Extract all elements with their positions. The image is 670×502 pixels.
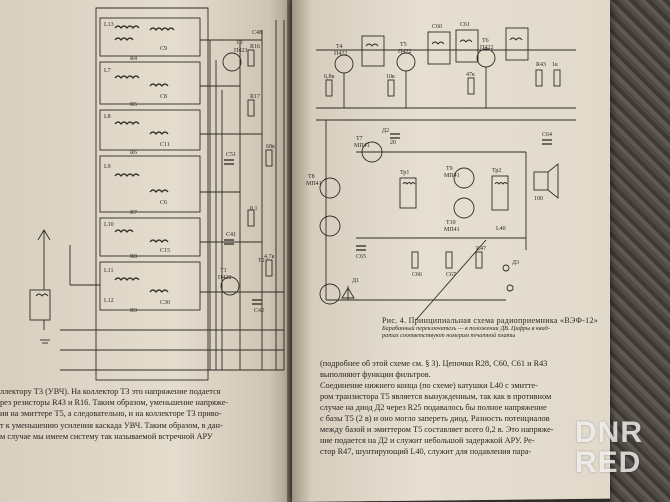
label: R4	[130, 56, 137, 62]
label: C6	[160, 200, 167, 206]
label: 68к	[266, 144, 275, 150]
text-line: ллектору Т3 (УВЧ). На коллектор Т3 это н…	[0, 387, 221, 396]
right-schematic: Т4 П422 Т5 П422 Т6 П422 Т7 МП41 Т8 МП41 …	[306, 22, 576, 321]
label: 0,1	[250, 206, 258, 212]
label: C11	[160, 142, 170, 148]
label: 1к	[552, 62, 558, 68]
label: 20	[390, 140, 396, 146]
label: МП41	[354, 143, 370, 149]
label: R6	[130, 150, 137, 156]
label: C64	[542, 132, 552, 138]
label: МП41	[444, 227, 460, 233]
label: Т9	[446, 166, 453, 172]
label: П422	[218, 275, 231, 281]
label: МП41	[306, 181, 322, 187]
label: L11	[104, 268, 113, 274]
watermark-line: DNR	[575, 416, 643, 449]
label: C65	[356, 254, 366, 260]
label: П422	[334, 51, 347, 57]
label: C60	[432, 24, 442, 30]
label: C66	[412, 272, 422, 278]
text-line: случае на диод Д2 через R25 подавалось б…	[320, 403, 547, 412]
label: L10	[104, 222, 114, 228]
caption-subtitle: ратах соответствуют номерам печатной пла…	[382, 332, 516, 339]
label: L9	[104, 164, 111, 170]
figure-caption: Рис. 4. Принципиальная схема радиоприемн…	[382, 316, 599, 339]
watermark-line: RED	[575, 446, 642, 479]
label: R47	[476, 246, 486, 252]
label: L13	[104, 22, 114, 28]
label: П422	[398, 49, 411, 55]
label: Т5	[400, 42, 407, 48]
left-page: Т3 П423 Т1 П422 Т2 R16 R17 C48 C51 L13 L…	[0, 0, 293, 502]
label: Т7	[356, 136, 363, 142]
label: Т2	[258, 258, 265, 264]
label: 6,8к	[324, 74, 335, 80]
label: Д1	[352, 278, 359, 284]
text-line: с базы Т5 (2 в) и оно могло запереть дио…	[320, 414, 550, 423]
label: Т4	[336, 44, 343, 50]
text-line: ия на эмиттере Т5, а следовательно, и на…	[0, 409, 222, 419]
label: Т1	[220, 268, 227, 274]
text-line: (подробнее об этой схеме см. § 3). Цепоч…	[320, 359, 548, 368]
label: C15	[160, 248, 170, 254]
label: П422	[480, 45, 493, 51]
label: L40	[496, 226, 506, 232]
label: C48	[252, 30, 262, 36]
label: L8	[104, 114, 111, 120]
label: C67	[446, 272, 456, 278]
label: C8	[160, 94, 167, 100]
text-line: Соединение нижнего конца (по схеме) кату…	[320, 381, 538, 390]
text-line: стор R47, шунтирующий L40, служит для по…	[320, 447, 532, 456]
label: C61	[460, 22, 470, 28]
label: Т8	[308, 174, 315, 180]
text-line: ром транзистора Т5 является вынужденным,…	[320, 392, 552, 401]
label: C9	[160, 46, 167, 52]
text-line: между базой и эмиттером Т5 составляет вс…	[320, 425, 554, 434]
label: Т6	[482, 38, 489, 44]
label: R17	[250, 94, 260, 100]
right-body-text: (подробнее об этой схеме см. § 3). Цепоч…	[320, 358, 610, 457]
label: R7	[130, 210, 137, 216]
label: R5	[130, 102, 137, 108]
left-body-text: ллектору Т3 (УВЧ). На коллектор Т3 это н…	[0, 386, 286, 442]
text-line: м случае мы имеем систему так называемой…	[0, 431, 213, 441]
label: Д3	[512, 260, 519, 266]
label: Тр1	[400, 170, 409, 176]
label: Т3	[236, 40, 243, 46]
watermark-logo: DNR RED	[575, 418, 670, 478]
label: R43	[536, 62, 546, 68]
label: Д2	[382, 128, 389, 134]
background-carpet	[610, 0, 670, 502]
caption-title: Рис. 4. Принципиальная схема радиоприемн…	[382, 316, 599, 325]
label: П423	[234, 48, 247, 54]
label: C42	[254, 308, 264, 314]
label: 100	[534, 196, 543, 202]
label: C41	[226, 232, 236, 238]
label: МП41	[444, 173, 460, 179]
label: 10к	[386, 74, 395, 80]
label: 47к	[466, 72, 475, 78]
text-line: ние подается на Д2 и служит небольшой за…	[320, 436, 535, 445]
label: 4,7к	[264, 254, 275, 260]
label: L12	[104, 298, 114, 304]
label: C51	[226, 152, 236, 158]
text-line: т к уменьшению усиления каскада УВЧ. Так…	[0, 420, 223, 430]
label: L7	[104, 68, 111, 74]
label: Тр2	[492, 168, 501, 174]
label: C30	[160, 300, 170, 306]
left-schematic: Т3 П423 Т1 П422 Т2 R16 R17 C48 C51 L13 L…	[29, 7, 285, 381]
label: R16	[250, 44, 260, 50]
caption-subtitle: Барабанный переключатель — в положении Д…	[382, 325, 550, 332]
label: R8	[130, 254, 137, 260]
label: Т10	[446, 220, 456, 226]
label: R9	[130, 308, 137, 314]
text-line: выполняют функции фильтров.	[320, 370, 431, 379]
text-line: рез резисторы R43 и R16. Таким образом, …	[0, 398, 229, 408]
